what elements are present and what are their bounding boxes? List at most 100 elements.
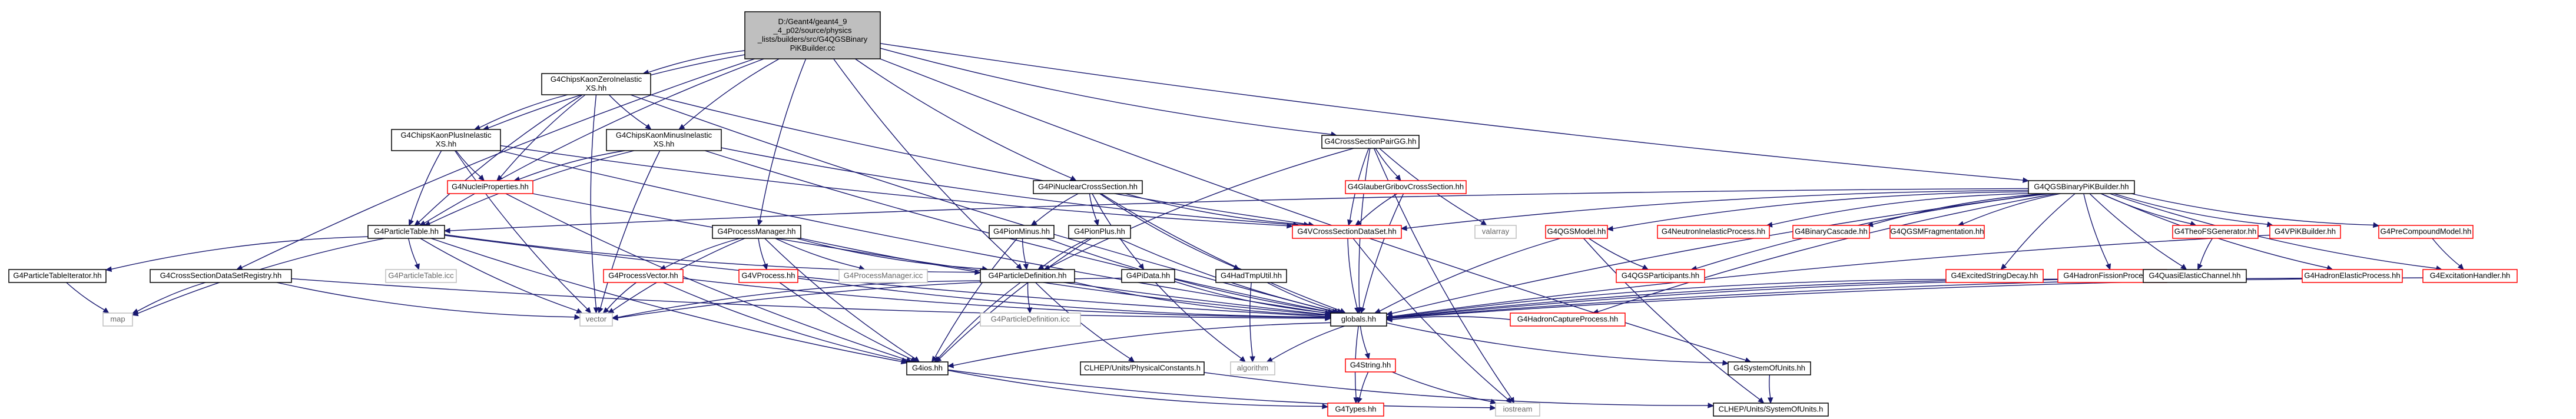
node-label: G4PionPlus.hh xyxy=(1074,227,1125,235)
edge-root-to-cspairgg xyxy=(880,48,1338,137)
node-theofs[interactable]: G4TheoFSGenerator.hh xyxy=(2172,225,2259,239)
node-box xyxy=(906,361,949,375)
node-label: G4VProcess.hh xyxy=(741,271,795,280)
edge-layer xyxy=(66,43,2464,411)
node-sysunits[interactable]: G4SystemOfUnits.hh xyxy=(1728,361,1811,375)
edge-glauber-to-globals xyxy=(1360,193,1404,314)
edge-pionminus-to-globals xyxy=(1046,238,1335,315)
node-box xyxy=(1121,269,1175,283)
node-label: PiKBuilder.cc xyxy=(790,44,836,52)
edge-zero-to-plus xyxy=(473,94,568,131)
node-qgsmfrag[interactable]: G4QGSMFragmentation.hh xyxy=(1889,225,1985,239)
node-quasielastic[interactable]: G4QuasiElasticChannel.hh xyxy=(2143,269,2247,283)
node-pidata[interactable]: G4PiData.hh xyxy=(1121,269,1175,283)
edge-procvec-to-vector xyxy=(602,282,637,314)
node-ptiter[interactable]: G4ParticleTableIterator.hh xyxy=(8,269,107,283)
node-pionplus[interactable]: G4PionPlus.hh xyxy=(1068,225,1131,239)
edge-vcsds-to-iostream xyxy=(1352,238,1512,404)
node-hadelastic[interactable]: G4HadronElasticProcess.hh xyxy=(2302,269,2403,283)
node-csregistry[interactable]: G4CrossSectionDataSetRegistry.hh xyxy=(150,269,292,283)
node-box xyxy=(989,225,1055,239)
node-clhepunits[interactable]: CLHEP/Units/SystemOfUnits.h xyxy=(1713,403,1829,417)
node-box xyxy=(1230,361,1275,375)
node-root[interactable]: D:/Geant4/geant4_9_4_p02/source/physics_… xyxy=(744,11,881,59)
edge-theofs-to-quasielastic xyxy=(2197,238,2213,271)
node-box xyxy=(8,269,107,283)
node-glauber[interactable]: G4GlauberGribovCrossSection.hh xyxy=(1345,180,1467,194)
node-label: G4ParticleTable.icc xyxy=(388,271,454,280)
node-box xyxy=(2422,269,2518,283)
node-vprocess[interactable]: G4VProcess.hh xyxy=(738,269,798,283)
node-g4types[interactable]: G4Types.hh xyxy=(1327,403,1384,417)
node-box xyxy=(980,269,1075,283)
node-label: G4QGSBinaryPiKBuilder.hh xyxy=(2034,182,2129,191)
edge-particletable-to-ptiter xyxy=(105,236,369,272)
node-cspairgg[interactable]: G4CrossSectionPairGG.hh xyxy=(1321,135,1420,149)
edge-plus-to-vcsds xyxy=(500,145,1294,229)
node-box xyxy=(385,269,457,283)
node-hadtmputil[interactable]: G4HadTmpUtil.hh xyxy=(1215,269,1287,283)
node-physconst[interactable]: CLHEP/Units/PhysicalConstants.h xyxy=(1080,361,1205,375)
node-box xyxy=(1215,269,1287,283)
node-procmgr[interactable]: G4ProcessManager.hh xyxy=(712,225,801,239)
node-neutroninel[interactable]: G4NeutronInelasticProcess.hh xyxy=(1657,225,1770,239)
node-label: CLHEP/Units/PhysicalConstants.h xyxy=(1084,363,1201,372)
edge-builder-to-quasielastic xyxy=(2089,193,2187,270)
edge-pidata-to-globals xyxy=(1174,281,1332,315)
node-bincascade[interactable]: G4BinaryCascade.hh xyxy=(1792,225,1870,239)
node-qgsmodel[interactable]: G4QGSModel.hh xyxy=(1545,225,1608,239)
node-precompound[interactable]: G4PreCompoundModel.hh xyxy=(2378,225,2474,239)
node-nuccs[interactable]: G4PiNuclearCrossSection.hh xyxy=(1033,180,1143,194)
edge-globals-to-g4ios xyxy=(947,322,1331,368)
node-label: G4BinaryCascade.hh xyxy=(1795,227,1868,235)
node-g4string[interactable]: G4String.hh xyxy=(1345,358,1396,373)
edge-csregistry-to-map xyxy=(131,282,206,314)
edge-builder-to-theofs xyxy=(2100,193,2197,227)
edge-procvec-to-g4ios xyxy=(663,282,909,363)
edge-builder-to-vpikbuilder xyxy=(2113,193,2274,227)
edge-root-to-procmgr xyxy=(757,58,807,227)
node-label: G4ParticleTable.hh xyxy=(374,227,439,235)
node-hadcapture[interactable]: G4HadronCaptureProcess.hh xyxy=(1510,312,1626,327)
node-excitedstring[interactable]: G4ExcitedStringDecay.hh xyxy=(1945,269,2044,283)
node-ptcc: G4ParticleTable.icc xyxy=(385,269,457,283)
node-label: G4ParticleTableIterator.hh xyxy=(13,271,101,280)
edge-vcsds-to-globals xyxy=(1347,238,1360,314)
node-label: G4ChipsKaonPlusInelastic xyxy=(401,131,492,139)
node-particletable[interactable]: G4ParticleTable.hh xyxy=(367,225,445,239)
node-pdef[interactable]: G4ParticleDefinition.hh xyxy=(980,269,1075,283)
node-g4ios[interactable]: G4ios.hh xyxy=(906,361,949,375)
node-label: G4PreCompoundModel.hh xyxy=(2381,227,2472,235)
node-builder[interactable]: G4QGSBinaryPiKBuilder.hh xyxy=(2028,180,2135,194)
node-nucleiprop[interactable]: G4NucleiProperties.hh xyxy=(447,180,533,194)
node-vcsds[interactable]: G4VCrossSectionDataSet.hh xyxy=(1292,225,1402,239)
edge-csregistry-to-vector xyxy=(276,282,581,320)
node-vpikbuilder[interactable]: G4VPiKBuilder.hh xyxy=(2269,225,2341,239)
node-box xyxy=(1495,403,1540,417)
node-procvec[interactable]: G4ProcessVector.hh xyxy=(603,269,684,283)
node-label: valarray xyxy=(1482,227,1510,235)
edge-builder-to-particletable xyxy=(443,188,2029,234)
node-label: G4CrossSectionDataSetRegistry.hh xyxy=(160,271,281,280)
edge-pionplus-to-pdef xyxy=(1037,238,1089,270)
node-label: G4ios.hh xyxy=(912,363,943,372)
edge-root-to-pdef xyxy=(833,58,1023,270)
edge-procmgr-to-vprocess xyxy=(758,238,768,271)
node-excitation[interactable]: G4ExcitationHandler.hh xyxy=(2422,269,2518,283)
node-label: XS.hh xyxy=(586,84,606,92)
node-pionminus[interactable]: G4PionMinus.hh xyxy=(989,225,1055,239)
edge-ptiter-to-map xyxy=(66,282,110,314)
edge-procmgr-to-g4ios xyxy=(764,238,920,363)
node-qgsparticipants[interactable]: G4QGSParticipants.hh xyxy=(1616,269,1705,283)
node-box xyxy=(1657,225,1770,239)
node-label: G4HadronCaptureProcess.hh xyxy=(1517,314,1618,323)
node-label: G4NeutronInelasticProcess.hh xyxy=(1662,227,1765,235)
node-globals[interactable]: globals.hh xyxy=(1330,312,1387,327)
edge-root-to-builder xyxy=(880,43,2030,183)
node-label: G4NucleiProperties.hh xyxy=(452,182,529,191)
edge-nuccs-to-pionminus xyxy=(1030,193,1079,226)
edge-builder-to-precompound xyxy=(2131,193,2380,228)
